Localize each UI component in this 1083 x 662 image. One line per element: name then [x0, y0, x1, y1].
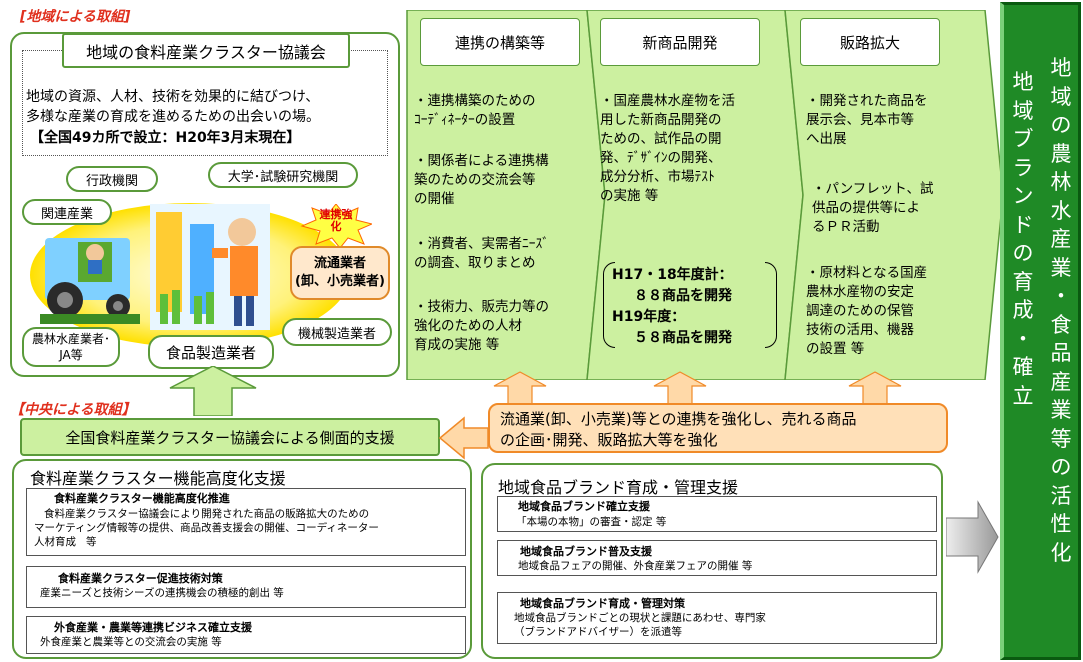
brand-support-box-title: 地域食品ブランド普及支援: [520, 545, 652, 558]
brand-support-box: [497, 540, 937, 576]
goal-brand-text: 地 域 ブ ラ ン ド の 育 成 ・ 確 立: [1012, 70, 1034, 408]
flow-header-sales-expansion: 販路拡大: [800, 18, 940, 66]
council-desc-line1: 地域の資源、人材、技術を効果的に結びつけ、: [26, 89, 320, 105]
product-development-text: ・国産農林水産物を活 用した新商品開発の ための、試作品の開 発、ﾃﾞｻﾞｲﾝの…: [600, 93, 735, 204]
collaboration-item: ・連携構築のための ｺｰﾃﾞｨﾈｰﾀｰの設置: [414, 93, 536, 128]
cluster-support-box-body: 外食産業と農業等との交流会の実施 等: [40, 636, 222, 648]
collaboration-item: ・技術力、販売力等の 強化のための人材 育成の実施 等: [414, 299, 549, 353]
distribution-line: 流通業(卸、小売業)等との連携を強化し、売れる商品: [500, 410, 857, 428]
brand-support-box-title: 地域食品ブランド育成・管理対策: [520, 597, 685, 610]
cluster-support-box: [26, 616, 466, 654]
brand-support-box-body: 地域食品ブランドごとの現状と課題にあわせ、専門家 （ブランドアドバイザー）を派遣…: [514, 612, 766, 638]
cluster-support-box-title: 食料産業クラスター機能高度化推進: [54, 492, 230, 505]
brand-support-box: [497, 592, 937, 644]
flow-chevrons: [406, 10, 1004, 380]
actor-machinery: 機械製造業者: [282, 318, 392, 346]
council-established-note: 【全国49カ所で設立：H20年3月末現在】: [30, 130, 301, 146]
flow-header-product-development: 新商品開発: [600, 18, 760, 66]
council-desc-line2: 多様な産業の育成を進めるための出会いの場。: [26, 109, 320, 125]
distribution-line: の企画･開発、販路拡大等を強化: [500, 431, 718, 449]
brand-support-box-body: 「本場の本物」の審査・認定 等: [516, 516, 667, 528]
support-up-arrow: [169, 366, 257, 416]
council-title: 地域の食料産業クラスター協議会: [62, 33, 350, 68]
product-results-line: ５８商品を開発: [634, 330, 732, 346]
actor-distributor: 流通業者 (卸、小売業者): [290, 246, 390, 300]
actor-related-industry: 関連産業: [22, 199, 112, 225]
product-results-line: H19年度：: [612, 309, 686, 325]
sales-expansion-item: ・原材料となる国産 農林水産物の安定 調達のための保管 技術の活用、機器 の設置…: [806, 265, 928, 357]
right-arrow-to-goal: [946, 500, 999, 574]
brand-support-title: 地域食品ブランド育成・管理支援: [498, 478, 739, 497]
brand-support-box: [497, 496, 937, 532]
distribution-strengthening-box: [488, 403, 948, 453]
actor-university: 大学･試験研究機関: [208, 162, 358, 188]
product-results-line: H17・18年度計：: [612, 267, 733, 283]
collaboration-item: ・消費者、実需者ﾆｰｽﾞ の調査、取りまとめ: [414, 236, 549, 271]
actor-government: 行政機関: [66, 166, 158, 192]
collaboration-item: ・関係者による連携構 築のための交流会等 の開催: [414, 153, 549, 207]
left-arrow-to-national: [438, 416, 489, 460]
sales-expansion-item: ・パンフレット、試 供品の提供等によ るＰＲ活動: [812, 181, 934, 235]
product-results-line: ８８商品を開発: [634, 288, 732, 304]
cluster-support-box-title: 外食産業・農業等連携ビジネス確立支援: [54, 621, 252, 634]
collaboration-burst-label: 連携強 化: [319, 208, 353, 233]
cluster-support-title: 食料産業クラスター機能高度化支援: [30, 469, 286, 488]
actor-farmers: 農林水産業者･ JA等: [22, 327, 120, 367]
tractor-illustration: [40, 238, 140, 324]
factory-illustration: [150, 204, 270, 330]
collaboration-burst-shape: [300, 204, 372, 248]
flow-up-arrows: [493, 371, 902, 405]
cluster-support-box-body: 産業ニーズと技術シーズの連携機会の積極的創出 等: [40, 587, 284, 599]
goal-panel: [1000, 2, 1081, 660]
cluster-support-box-body: 食料産業クラスター協議会により開発された商品の販路拡大のための マーケティング情…: [34, 508, 379, 548]
central-section-label: 【中央による取組】: [10, 402, 136, 418]
brand-support-box-title: 地域食品ブランド確立支援: [518, 500, 650, 513]
cluster-support-box: [26, 566, 466, 608]
actor-food-manufacturer: 食品製造業者: [148, 335, 274, 369]
flow-header-collaboration: 連携の構築等: [420, 18, 580, 66]
goal-revitalization-text: 地 域 の 農 林 水 産 業 ・ 食 品 産 業 等 の 活 性 化: [1050, 56, 1072, 565]
sales-expansion-item: ・開発された商品を 展示会、見本市等 へ出展: [806, 93, 928, 147]
cluster-support-box-title: 食料産業クラスター促進技術対策: [58, 572, 223, 585]
product-results-bracket-right: [765, 262, 777, 348]
brand-support-box-body: 地域食品フェアの開催、外食産業フェアの開催 等: [518, 560, 753, 572]
regional-section-label: [地域による取組]: [20, 9, 131, 25]
cluster-support-box: [26, 488, 466, 556]
national-support-box: 全国食料産業クラスター協議会による側面的支援: [20, 418, 440, 456]
